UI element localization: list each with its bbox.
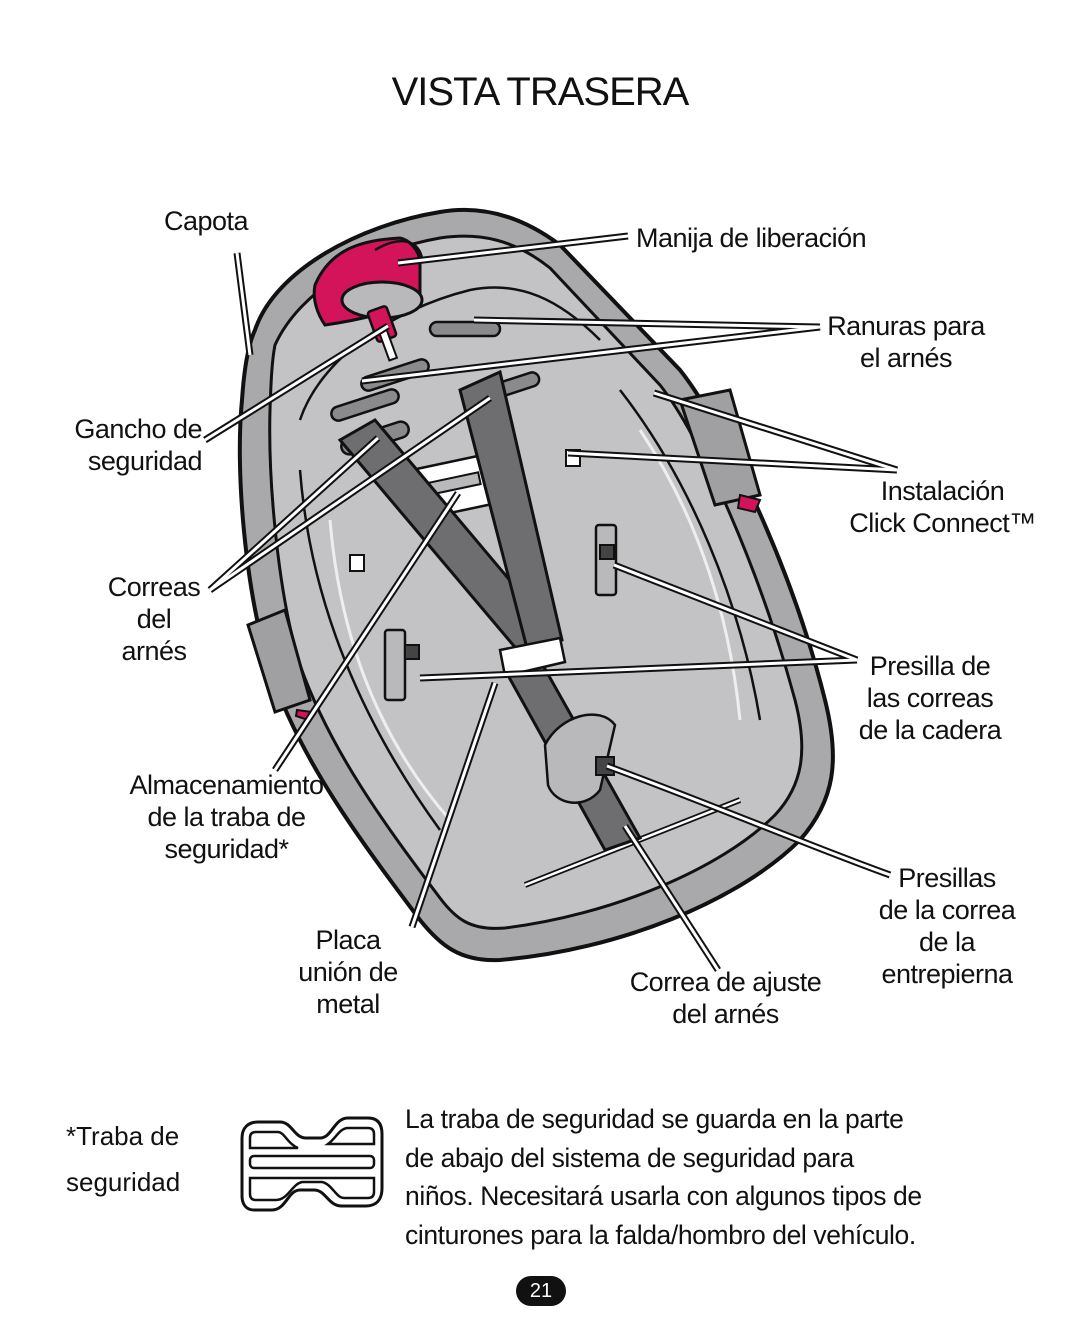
locking-clip-icon xyxy=(240,1116,384,1212)
label-correa-ajuste: Correa de ajuste del arnés xyxy=(629,967,822,1029)
footnote-label: *Traba de seguridad xyxy=(66,1121,181,1197)
car-seat-rear-view-diagram xyxy=(203,207,899,972)
leader-lines xyxy=(203,232,899,972)
label-correas-arnes: Correas del arnés xyxy=(107,572,201,666)
label-instalacion-click-connect: Instalación Click Connect™ xyxy=(849,476,1036,538)
label-ranuras-arnes: Ranuras para el arnés xyxy=(827,311,985,373)
label-gancho-seguridad: Gancho de seguridad xyxy=(74,414,202,476)
label-capota: Capota xyxy=(164,206,249,236)
label-presilla-correas-cadera: Presilla de las correas de la cadera xyxy=(858,651,1002,745)
label-placa-metal: Placa unión de metal xyxy=(298,925,398,1019)
locking-clip-note: La traba de seguridad se guarda en la pa… xyxy=(405,1104,922,1250)
canopy-release-handle xyxy=(312,236,424,362)
label-almacenamiento-traba: Almacenamiento de la traba de seguridad* xyxy=(129,770,324,864)
label-manija-liberacion: Manija de liberación xyxy=(636,223,867,253)
page-title: VISTA TRASERA xyxy=(391,70,690,114)
label-presillas-entrepierna: Presillas de la correa de la entrepierna xyxy=(878,863,1016,989)
page-number: 21 xyxy=(516,1276,566,1306)
